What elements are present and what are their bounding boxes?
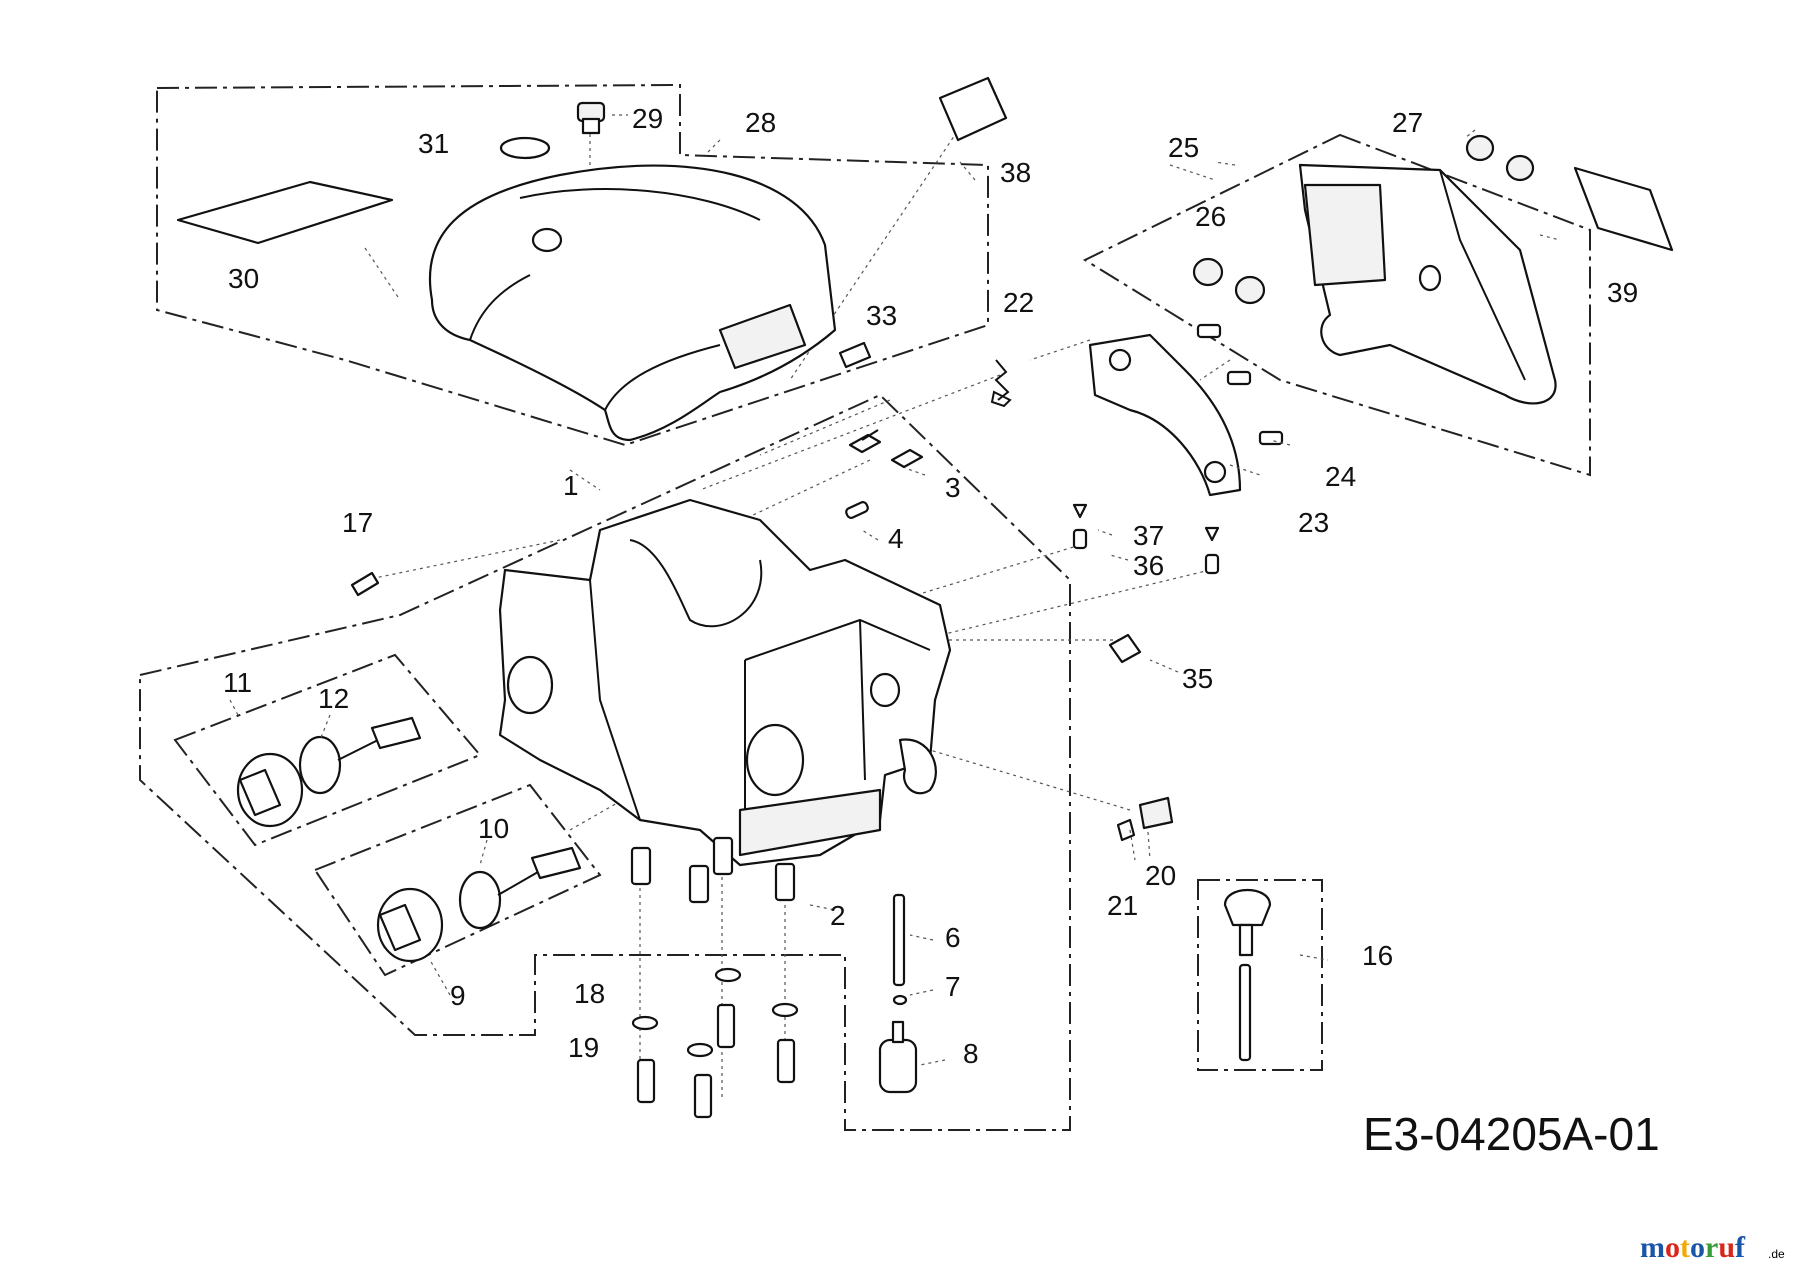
brand-letter: r	[1705, 1231, 1718, 1264]
callout-24: 24	[1325, 461, 1356, 492]
part-17-plug	[350, 571, 380, 597]
brand-logo: motoruf .de	[1640, 1231, 1785, 1264]
brand-letter: t	[1680, 1231, 1690, 1264]
callouts: 1 2 3 4 6 7 8 9 10 11 12 16 17 18 19 20 …	[223, 103, 1638, 1069]
part-1-crankcase	[498, 498, 952, 867]
callout-11: 11	[223, 667, 252, 698]
callout-2: 2	[830, 900, 846, 931]
part-2-sleeves	[630, 836, 796, 904]
callout-3: 3	[945, 472, 961, 503]
part-8-filter	[878, 1020, 918, 1094]
callout-27: 27	[1392, 107, 1423, 138]
callout-10: 10	[478, 813, 509, 844]
part-35-label	[1108, 633, 1142, 664]
brand-letter: o	[1690, 1231, 1705, 1264]
callout-31: 31	[418, 128, 449, 159]
part-25-side-cover	[1298, 163, 1557, 405]
callout-26: 26	[1195, 201, 1226, 232]
svg-text:motoruf: motoruf	[1640, 1231, 1746, 1264]
group-boundary-10	[313, 783, 602, 977]
callout-29: 29	[632, 103, 663, 134]
callout-23: 23	[1298, 507, 1329, 538]
group-boundary-side-cover	[1082, 133, 1591, 477]
part-36-37-plugs	[1072, 503, 1220, 575]
brand-letter: m	[1640, 1231, 1665, 1264]
callout-9: 9	[450, 980, 466, 1011]
callout-8: 8	[963, 1038, 979, 1069]
part-26-nuts	[1192, 257, 1266, 305]
callout-36: 36	[1133, 550, 1164, 581]
callout-leaders	[229, 114, 1561, 1066]
callout-4: 4	[888, 523, 904, 554]
part-27-nuts	[1465, 134, 1535, 182]
callout-33: 33	[866, 300, 897, 331]
part-9-tank-cap	[376, 846, 582, 963]
callout-6: 6	[945, 922, 961, 953]
part-4-pin	[845, 501, 869, 519]
callout-25: 25	[1168, 132, 1199, 163]
brand-letter: o	[1665, 1231, 1680, 1264]
part-31-o-ring	[499, 136, 551, 160]
part-3-studs	[848, 429, 924, 469]
callout-12: 12	[318, 683, 349, 714]
part-19-screws	[636, 1003, 796, 1119]
drawing-code: E3-04205A-01	[1363, 1108, 1660, 1160]
part-33-label	[838, 341, 872, 369]
part-30-sheet	[176, 180, 394, 245]
callout-17: 17	[342, 507, 373, 538]
callout-18: 18	[574, 978, 605, 1009]
callout-35: 35	[1182, 663, 1213, 694]
part-39-label	[1573, 166, 1674, 252]
callout-1: 1	[563, 470, 579, 501]
part-23-plate	[1088, 333, 1242, 497]
part-7-clip	[892, 994, 908, 1006]
part-22-spring	[990, 359, 1012, 408]
group-boundary-16	[1197, 879, 1323, 1071]
callout-22: 22	[1003, 287, 1034, 318]
group-boundary-cover	[156, 83, 989, 447]
callout-20: 20	[1145, 860, 1176, 891]
part-29-plug	[576, 101, 606, 135]
part-11-tank-cap	[236, 716, 422, 828]
callout-16: 16	[1362, 940, 1393, 971]
part-28-top-cover	[428, 164, 837, 442]
brand-suffix: .de	[1768, 1247, 1785, 1261]
group-boundary-11	[173, 653, 482, 847]
callout-37: 37	[1133, 520, 1164, 551]
brand-letter: f	[1735, 1231, 1746, 1264]
callout-19: 19	[568, 1032, 599, 1063]
callout-30: 30	[228, 263, 259, 294]
part-16-oil-pump	[1223, 888, 1272, 1062]
part-20-switch	[1116, 796, 1174, 842]
brand-letter: u	[1718, 1231, 1735, 1264]
callout-7: 7	[945, 971, 961, 1002]
part-38-label	[938, 76, 1008, 142]
callout-39: 39	[1607, 277, 1638, 308]
callout-38: 38	[1000, 157, 1031, 188]
part-6-hose	[892, 893, 906, 987]
callout-21: 21	[1107, 890, 1138, 921]
part-18-washers	[631, 967, 799, 1058]
part-24-bolts	[1196, 323, 1284, 446]
callout-28: 28	[745, 107, 776, 138]
